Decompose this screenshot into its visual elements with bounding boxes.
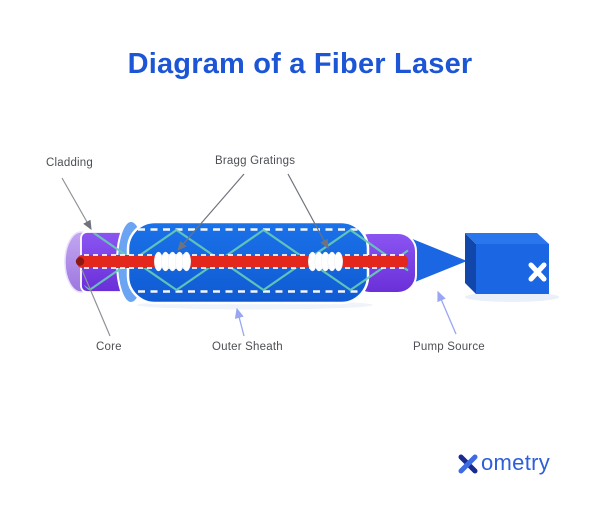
label-cladding: Cladding [46,157,93,169]
xometry-logo-text: ometry [481,450,551,475]
bragg-right-pointer-line [287,173,329,250]
pump-source-box [465,233,549,294]
core-end-dot [75,257,85,266]
label-core: Core [96,341,122,353]
cladding-pointer-line [61,177,92,231]
bragg-grating-spring-1 [154,251,191,272]
pump-box-top-face [465,233,549,244]
label-pump-source: Pump Source [413,341,485,353]
label-outer-sheath: Outer Sheath [212,341,283,353]
pump-coupling-cone [405,236,467,286]
pump-source-pointer-line [437,290,457,335]
xometry-x-icon [458,454,478,474]
outer-sheath-pointer-line [234,307,245,337]
xometry-logo: ometry [456,452,550,476]
core-line [75,254,408,269]
bragg-grating-spring-2 [308,251,343,272]
pump-box-side-face [465,233,476,294]
bragg-left-pointer-line [177,173,245,251]
label-bragg-gratings: Bragg Gratings [215,155,296,167]
pointer-lines [61,173,457,337]
page-title: Diagram of a Fiber Laser [127,48,473,80]
pump-box-x-icon [528,262,547,282]
core-pointer-line [81,269,111,337]
core-red-band [77,255,408,268]
